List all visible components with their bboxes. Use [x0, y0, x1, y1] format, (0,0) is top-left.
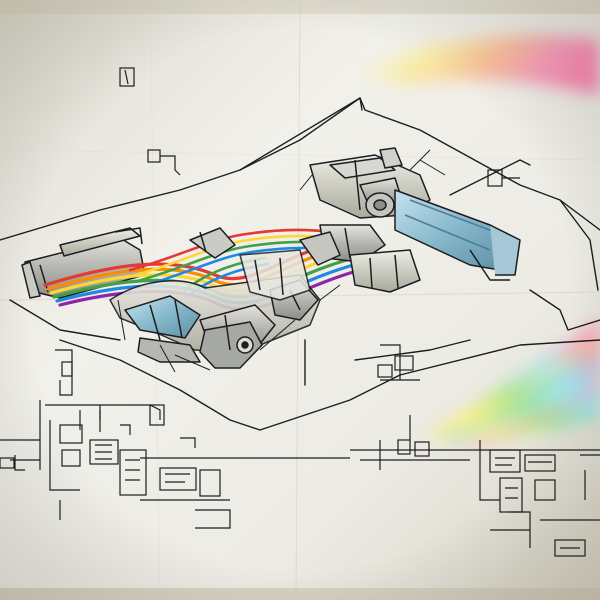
- paper-vignette: [0, 0, 600, 600]
- blueprint-sketch: [0, 0, 600, 600]
- artwork: [0, 0, 600, 600]
